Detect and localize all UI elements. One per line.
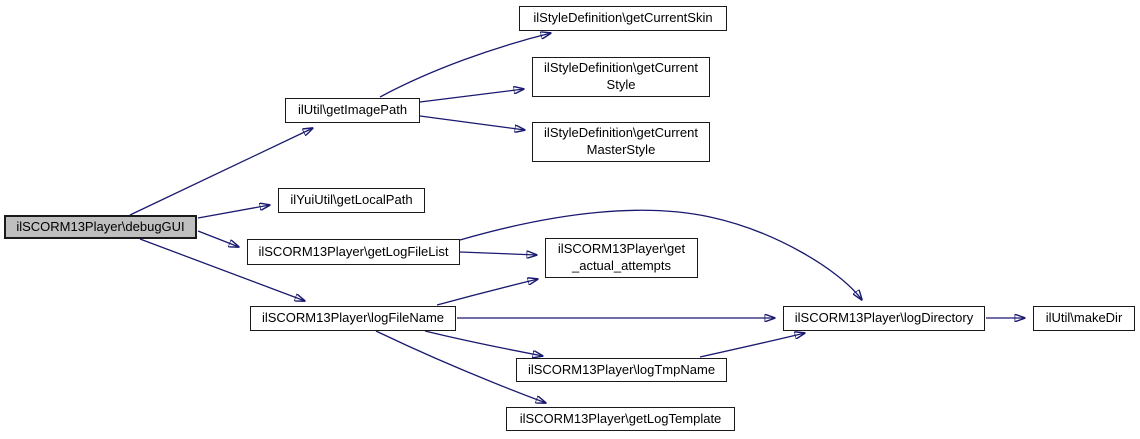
node-log-tmp-name-label: ilSCORM13Player\logTmpName	[527, 361, 716, 377]
node-log-directory[interactable]: ilSCORM13Player\logDirectory	[783, 306, 985, 331]
node-debug-gui[interactable]: ilSCORM13Player\debugGUI	[4, 215, 197, 239]
node-log-file-name[interactable]: ilSCORM13Player\logFileName	[250, 306, 456, 331]
node-get-log-template[interactable]: ilSCORM13Player\getLogTemplate	[506, 407, 735, 431]
edge-getlogfilelist-getactualattempts	[459, 252, 537, 255]
node-get-log-file-list[interactable]: ilSCORM13Player\getLogFileList	[247, 239, 460, 265]
node-get-log-file-list-label: ilSCORM13Player\getLogFileList	[258, 243, 449, 259]
edge-debuggui-getimagepath	[129, 128, 313, 216]
node-get-actual-attempts-label: ilSCORM13Player\get _actual_attempts	[557, 241, 686, 273]
node-log-file-name-label: ilSCORM13Player\logFileName	[261, 310, 445, 326]
edge-getlogfilelist-logdirectory	[459, 209, 862, 300]
edge-logfilename-getactualattempts	[436, 279, 538, 306]
node-get-current-skin[interactable]: ilStyleDefinition\getCurrentSkin	[519, 6, 727, 31]
node-log-tmp-name[interactable]: ilSCORM13Player\logTmpName	[516, 358, 727, 382]
node-get-current-master-style-label: ilStyleDefinition\getCurrent MasterStyle	[544, 125, 698, 157]
node-log-directory-label: ilSCORM13Player\logDirectory	[794, 310, 974, 326]
edge-getimagepath-getcurrentstyle	[419, 89, 524, 103]
edge-getimagepath-getcurrentmasterstyle	[419, 115, 525, 130]
edge-logfilename-getlogtemplate	[375, 330, 546, 403]
node-debug-gui-label: ilSCORM13Player\debugGUI	[16, 218, 185, 234]
node-get-current-master-style[interactable]: ilStyleDefinition\getCurrent MasterStyle	[532, 122, 710, 162]
edge-logtmpname-logdirectory	[699, 333, 805, 358]
node-get-current-skin-label: ilStyleDefinition\getCurrentSkin	[533, 10, 713, 26]
node-get-current-style-label: ilStyleDefinition\getCurrent Style	[544, 60, 698, 92]
edge-debuggui-getlogfilelist	[197, 230, 239, 247]
node-get-local-path-label: ilYuiUtil\getLocalPath	[290, 192, 413, 208]
edge-logfilename-logtmpname	[424, 330, 543, 356]
node-make-dir-label: ilUtil\makeDir	[1045, 310, 1123, 326]
node-get-image-path-label: ilUtil\getImagePath	[297, 102, 408, 118]
node-make-dir[interactable]: ilUtil\makeDir	[1033, 306, 1135, 331]
edge-getimagepath-getcurrentskin	[379, 33, 551, 98]
node-get-local-path[interactable]: ilYuiUtil\getLocalPath	[278, 188, 425, 213]
edge-debuggui-getlocalpath	[197, 205, 270, 219]
node-get-actual-attempts[interactable]: ilSCORM13Player\get _actual_attempts	[545, 238, 698, 278]
node-get-current-style[interactable]: ilStyleDefinition\getCurrent Style	[532, 57, 710, 97]
edge-debuggui-logfilename	[139, 238, 305, 301]
node-get-log-template-label: ilSCORM13Player\getLogTemplate	[519, 410, 722, 426]
node-get-image-path[interactable]: ilUtil\getImagePath	[285, 98, 420, 123]
